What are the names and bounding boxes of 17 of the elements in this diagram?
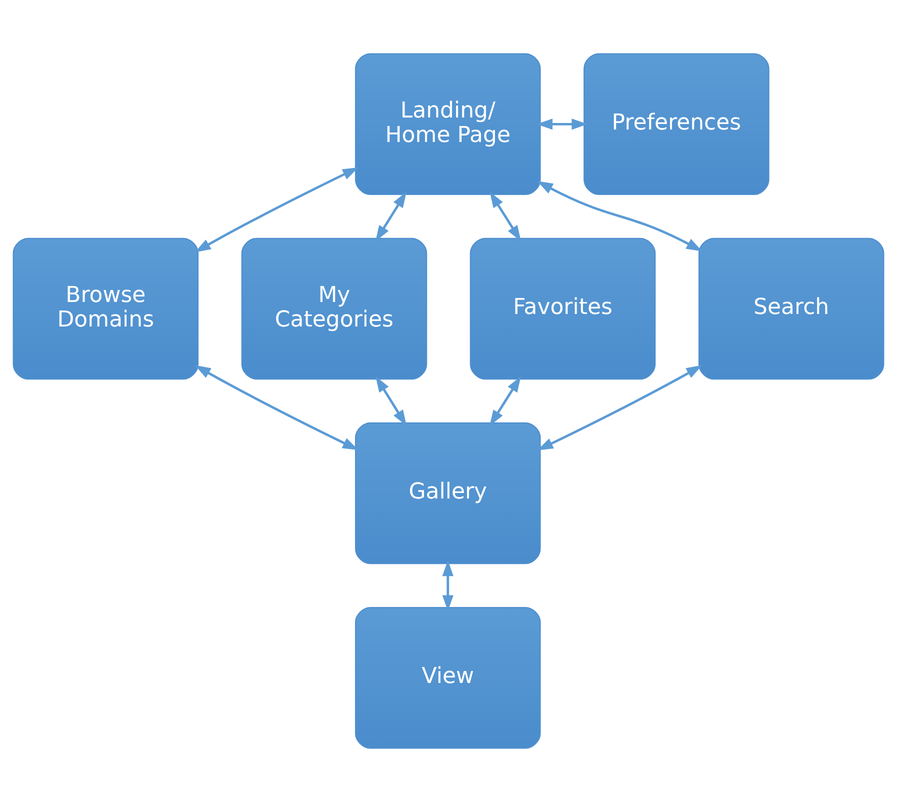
arrow bbox=[490, 192, 522, 242]
arrow bbox=[376, 376, 407, 426]
node-box: Favorites bbox=[470, 238, 656, 380]
node-box: My Categories bbox=[241, 238, 428, 380]
arrow bbox=[536, 118, 588, 130]
arrow bbox=[490, 376, 521, 426]
node-box: Search bbox=[698, 238, 884, 380]
node-box: Preferences bbox=[584, 53, 770, 196]
arrow bbox=[536, 181, 702, 252]
arrow bbox=[375, 192, 407, 242]
node-box: Landing/ Home Page bbox=[355, 53, 541, 196]
arrow bbox=[194, 167, 359, 252]
node-box: Browse Domains bbox=[12, 238, 199, 380]
arrow bbox=[537, 365, 702, 450]
arrow bbox=[194, 365, 359, 450]
node-box: Gallery bbox=[355, 422, 541, 564]
node-box: View bbox=[355, 606, 541, 749]
